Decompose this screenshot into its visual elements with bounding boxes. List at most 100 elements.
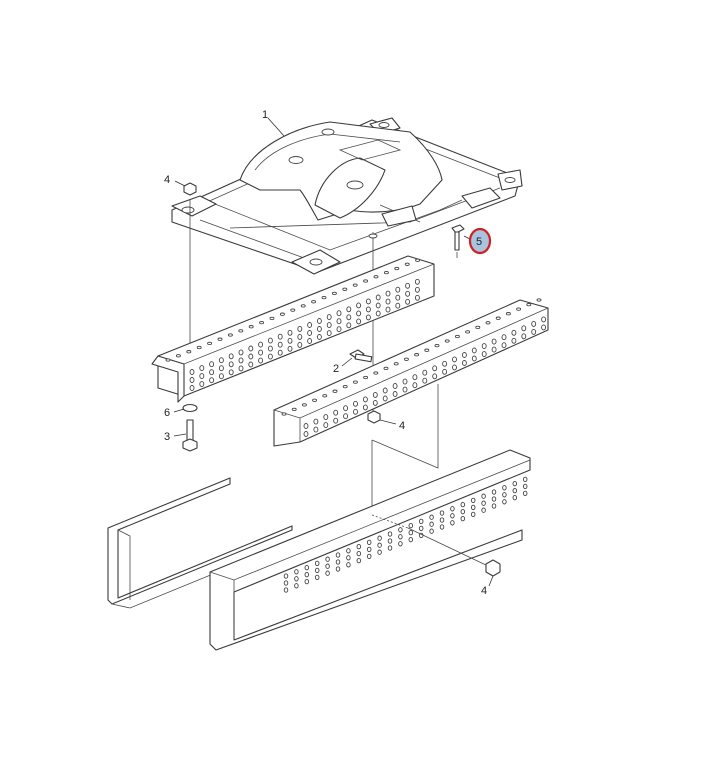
perforation-hole [470, 511, 476, 518]
perforation-hole [258, 341, 264, 348]
perforation-hole [491, 489, 497, 495]
perforation-hole [189, 385, 195, 391]
perforation-hole [199, 373, 205, 380]
rail-right-holes [281, 298, 547, 437]
frame-channel-left [107, 477, 297, 609]
perforation-hole [442, 368, 448, 375]
perforation-hole [395, 294, 401, 301]
perforation-hole [356, 318, 362, 325]
perforation-hole [387, 538, 393, 544]
perforation-hole [495, 316, 501, 320]
perforation-hole [248, 361, 254, 368]
perforation-hole [335, 552, 341, 558]
perforation-hole [373, 275, 379, 279]
perforation-hole [365, 314, 371, 321]
perforation-hole [501, 334, 507, 341]
perforation-hole [408, 529, 414, 536]
perforation-hole [196, 345, 202, 350]
perforation-hole [470, 497, 476, 504]
perforation-hole [258, 349, 264, 356]
perforation-hole [461, 360, 467, 366]
perforation-hole [408, 536, 414, 543]
perforation-hole [366, 539, 372, 546]
perforation-hole [432, 373, 438, 380]
perforation-hole [403, 357, 409, 361]
perforation-hole [325, 570, 330, 576]
bolt-item-5 [451, 224, 473, 258]
perforation-hole [460, 515, 466, 522]
perforation-hole [267, 337, 273, 344]
perforation-hole [393, 362, 399, 366]
perforation-hole [414, 278, 420, 285]
perforation-hole [439, 524, 445, 530]
perforation-hole [366, 546, 372, 553]
perforation-hole [303, 423, 309, 429]
perforation-hole [512, 487, 518, 494]
perforation-hole [311, 300, 317, 304]
bolt-item-3 [173, 419, 198, 452]
perforation-hole [398, 541, 403, 547]
perforation-hole [439, 510, 445, 516]
perforation-hole [314, 560, 320, 567]
perforation-hole [218, 357, 224, 364]
perforation-hole [422, 369, 428, 376]
perforation-hole [362, 404, 368, 411]
perforation-hole [429, 521, 434, 527]
perforation-hole [434, 343, 440, 348]
perforation-hole [394, 266, 400, 271]
perforation-hole [291, 407, 297, 412]
perforation-hole [356, 302, 362, 309]
perforation-hole [346, 548, 351, 554]
perforation-hole [460, 501, 466, 508]
callout-5: 5 [476, 236, 482, 248]
perforation-hole [304, 578, 310, 585]
perforation-hole [511, 329, 517, 336]
perforation-hole [405, 298, 411, 305]
perforation-hole [189, 369, 195, 375]
perforation-hole [516, 307, 522, 311]
perforation-hole [412, 382, 418, 389]
perforation-hole [228, 369, 234, 376]
perforation-hole [307, 322, 313, 328]
perforation-hole [491, 496, 497, 502]
perforation-hole [491, 503, 497, 509]
perforation-hole [481, 351, 487, 358]
perforation-hole [336, 326, 342, 333]
perforation-hole [314, 567, 320, 574]
perforation-hole [300, 304, 306, 308]
perforation-hole [536, 298, 542, 302]
angle-rail-right [273, 298, 549, 447]
perforation-hole [352, 380, 358, 384]
callout-5-highlight[interactable]: 5 [468, 227, 492, 255]
perforation-hole [505, 312, 511, 316]
perforation-hole [414, 286, 420, 293]
perforation-hole [287, 329, 293, 336]
perforation-hole [526, 302, 532, 307]
bolt-item-2 [341, 349, 373, 367]
perforation-hole [333, 417, 339, 424]
perforation-hole [343, 413, 349, 420]
perforation-hole [303, 431, 309, 437]
perforation-hole [502, 499, 507, 505]
perforation-hole [322, 394, 328, 398]
perforation-hole [377, 542, 382, 548]
perforation-hole [248, 345, 254, 352]
perforation-hole [326, 330, 332, 337]
perforation-hole [281, 412, 287, 416]
perforation-hole [424, 348, 430, 352]
perforation-hole [323, 414, 329, 421]
perforation-hole [277, 333, 283, 340]
perforation-hole [325, 563, 330, 569]
perforation-hole [333, 409, 339, 416]
perforation-hole [460, 508, 466, 515]
perforation-hole [450, 513, 455, 519]
perforation-hole [186, 350, 192, 354]
perforation-hole [452, 356, 457, 363]
perforation-hole [405, 282, 411, 289]
perforation-hole [356, 550, 362, 557]
perforation-hole [383, 366, 389, 371]
perforation-hole [238, 357, 244, 364]
perforation-hole [375, 294, 381, 301]
perforation-hole [432, 365, 438, 372]
